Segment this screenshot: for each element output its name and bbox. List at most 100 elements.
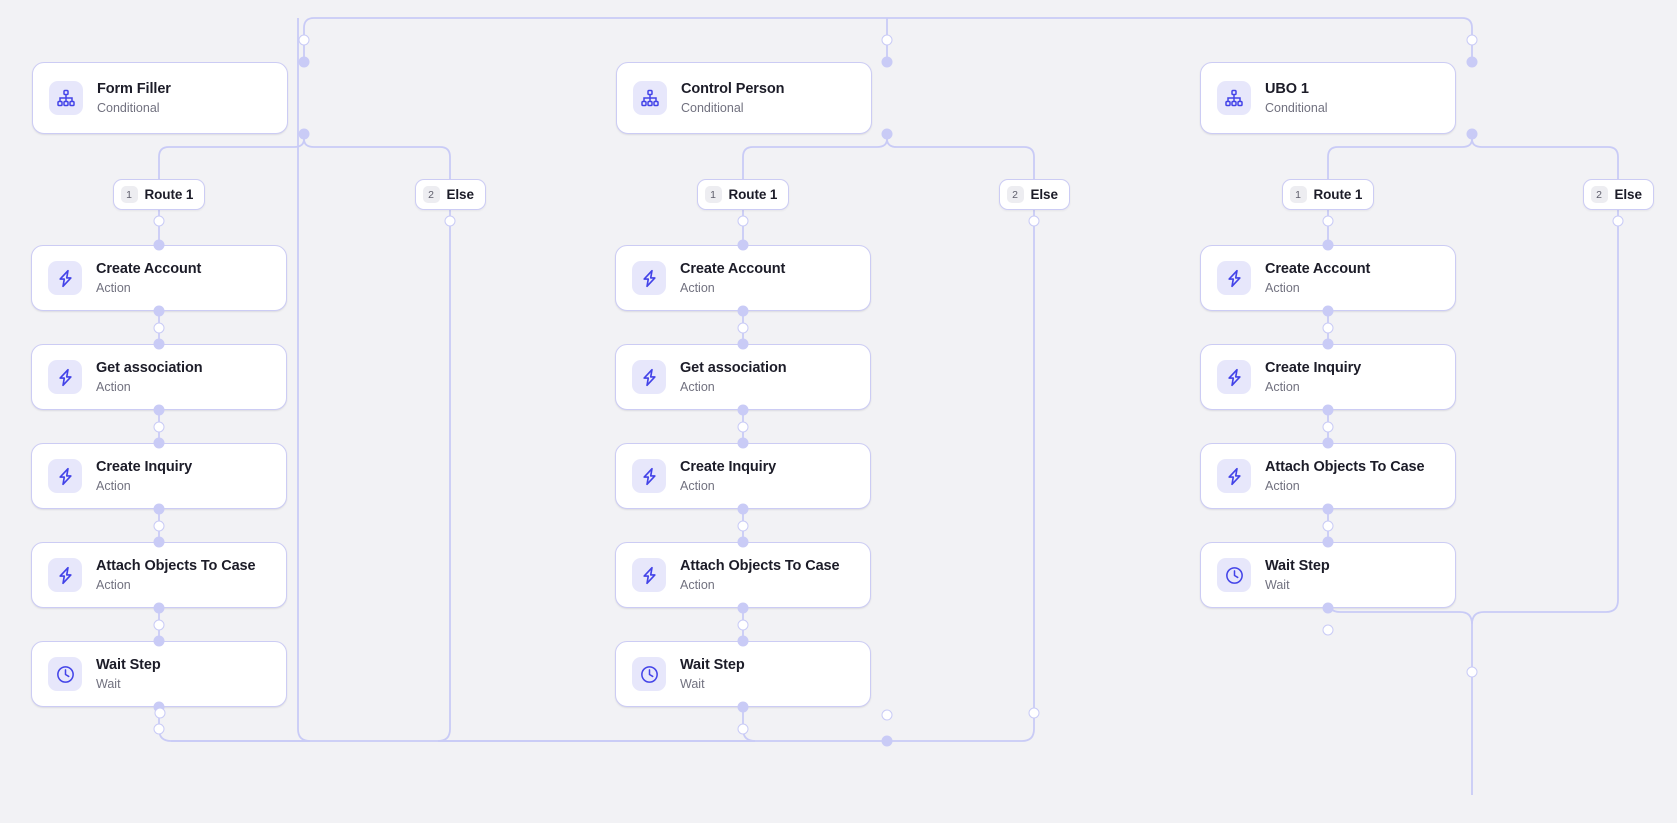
edge-handle[interactable]: [154, 707, 165, 719]
branch-label: Route 1: [728, 187, 778, 202]
edge-handle[interactable]: [1322, 624, 1334, 636]
edge-handle[interactable]: [1028, 215, 1040, 227]
edge-handle[interactable]: [153, 723, 165, 735]
node-subtitle: Wait: [96, 676, 121, 691]
node-connector-dot: [1322, 437, 1334, 449]
node-title: Get association: [96, 359, 203, 376]
edge-handle[interactable]: [737, 723, 749, 735]
node-connector-dot: [737, 305, 749, 317]
edge-handle[interactable]: [881, 34, 893, 46]
edge-handle[interactable]: [881, 709, 893, 721]
edge-handle[interactable]: [1322, 421, 1334, 432]
edge-handle[interactable]: [1322, 520, 1334, 531]
lightning-icon: [48, 360, 82, 394]
node-title: Wait Step: [1265, 557, 1330, 574]
node-subtitle: Wait: [1265, 577, 1290, 592]
node-title: Create Inquiry: [96, 458, 193, 475]
edge-handle[interactable]: [153, 322, 165, 333]
node-connector-dot: [298, 56, 310, 68]
node-subtitle: Action: [96, 280, 131, 295]
node-connector-dot: [1322, 404, 1334, 416]
node-connector-dot: [153, 437, 165, 449]
edge-handle[interactable]: [737, 322, 749, 333]
node-connector-dot: [737, 437, 749, 449]
node-subtitle: Action: [680, 280, 715, 295]
edge-handle[interactable]: [1322, 322, 1334, 333]
lightning-icon: [632, 261, 666, 295]
node-title: Wait Step: [680, 656, 745, 673]
edge-handle[interactable]: [1322, 215, 1334, 227]
edge-handle[interactable]: [737, 520, 749, 531]
node-subtitle: Action: [680, 478, 715, 493]
branch-index: 2: [1590, 186, 1608, 203]
node-title: Create Inquiry: [680, 458, 777, 475]
edge-handle[interactable]: [153, 215, 165, 227]
node-subtitle: Action: [96, 478, 131, 493]
edge-handle[interactable]: [153, 619, 165, 630]
node-title: Form Filler: [97, 80, 171, 97]
lightning-icon: [632, 459, 666, 493]
node-connector-dot: [1322, 503, 1334, 515]
node-title: Create Inquiry: [1265, 359, 1362, 376]
node-connector-dot: [737, 536, 749, 548]
node-subtitle: Action: [96, 379, 131, 394]
node-connector-dot: [737, 239, 749, 251]
edge-handle[interactable]: [153, 421, 165, 432]
node-title: Create Account: [680, 260, 786, 277]
edge-handle[interactable]: [1612, 215, 1624, 227]
node-connector-dot: [737, 602, 749, 614]
node-subtitle: Action: [680, 577, 715, 592]
node-connector-dot: [737, 503, 749, 515]
branch-index: 2: [1006, 186, 1024, 203]
edge-handle[interactable]: [1466, 34, 1478, 46]
node-connector-dot: [298, 128, 310, 140]
node-connector-dot: [153, 602, 165, 614]
node-connector-dot: [153, 239, 165, 251]
node-connector-dot: [1322, 602, 1334, 614]
lightning-icon: [48, 459, 82, 493]
edge-handle[interactable]: [298, 34, 310, 46]
node-title: Create Account: [1265, 260, 1371, 277]
edge-handle[interactable]: [1466, 666, 1478, 678]
node-subtitle: Action: [1265, 478, 1300, 493]
edge-handle[interactable]: [737, 421, 749, 432]
edge-handle[interactable]: [444, 215, 456, 227]
node-connector-dot: [737, 404, 749, 416]
node-subtitle: Conditional: [681, 100, 744, 115]
edge-handle[interactable]: [1028, 707, 1039, 719]
lightning-icon: [1217, 459, 1251, 493]
branch-label: Else: [446, 187, 474, 202]
node-connector-dot: [737, 635, 749, 647]
node-connector-dot: [1322, 239, 1334, 251]
edge-handle[interactable]: [737, 619, 749, 630]
node-subtitle: Action: [96, 577, 131, 592]
edge-handle[interactable]: [153, 520, 165, 531]
edge-handle[interactable]: [737, 215, 749, 227]
lightning-icon: [632, 558, 666, 592]
node-connector-dot: [1322, 536, 1334, 548]
